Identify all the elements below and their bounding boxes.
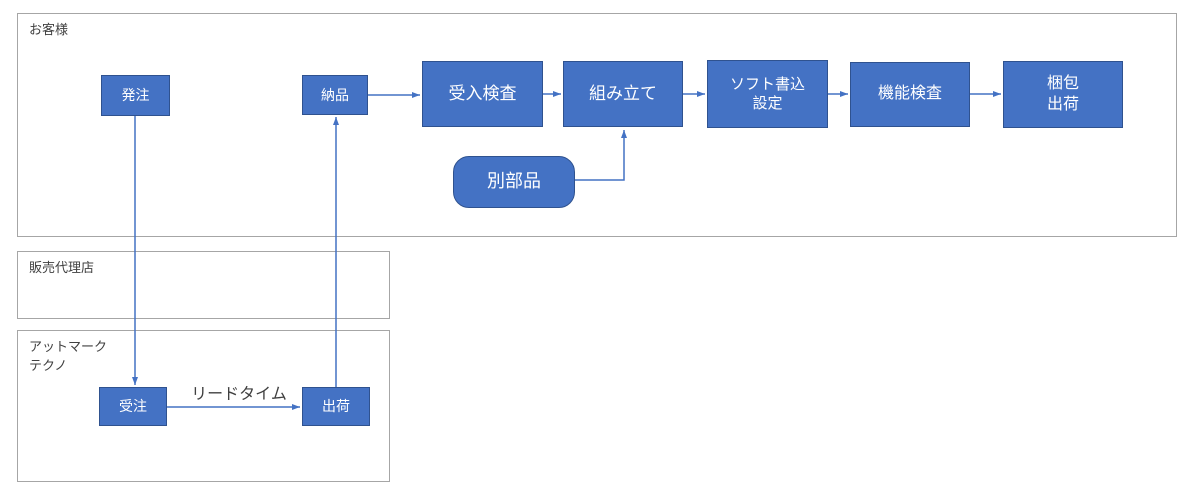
lane-customer: お客様 (17, 13, 1177, 237)
node-order: 発注 (101, 75, 170, 116)
lane-sales-agency-label: 販売代理店 (29, 260, 95, 275)
lane-sales-agency: 販売代理店 (17, 251, 390, 319)
node-packing-shipping: 梱包 出荷 (1003, 61, 1123, 128)
node-functional-inspection: 機能検査 (850, 62, 970, 127)
node-delivery: 納品 (302, 75, 368, 115)
lane-atmark-techno: アットマーク テクノ (17, 330, 390, 482)
node-software-write-config: ソフト書込 設定 (707, 60, 828, 128)
node-incoming-inspection: 受入検査 (422, 61, 543, 127)
lane-customer-label: お客様 (29, 22, 69, 37)
lane-atmark-techno-label: アットマーク テクノ (29, 339, 108, 373)
lead-time-label: リードタイム (191, 386, 287, 403)
node-order-received: 受注 (99, 387, 167, 426)
node-separate-parts: 別部品 (453, 156, 575, 208)
node-assembly: 組み立て (563, 61, 683, 127)
node-shipping: 出荷 (302, 387, 370, 426)
